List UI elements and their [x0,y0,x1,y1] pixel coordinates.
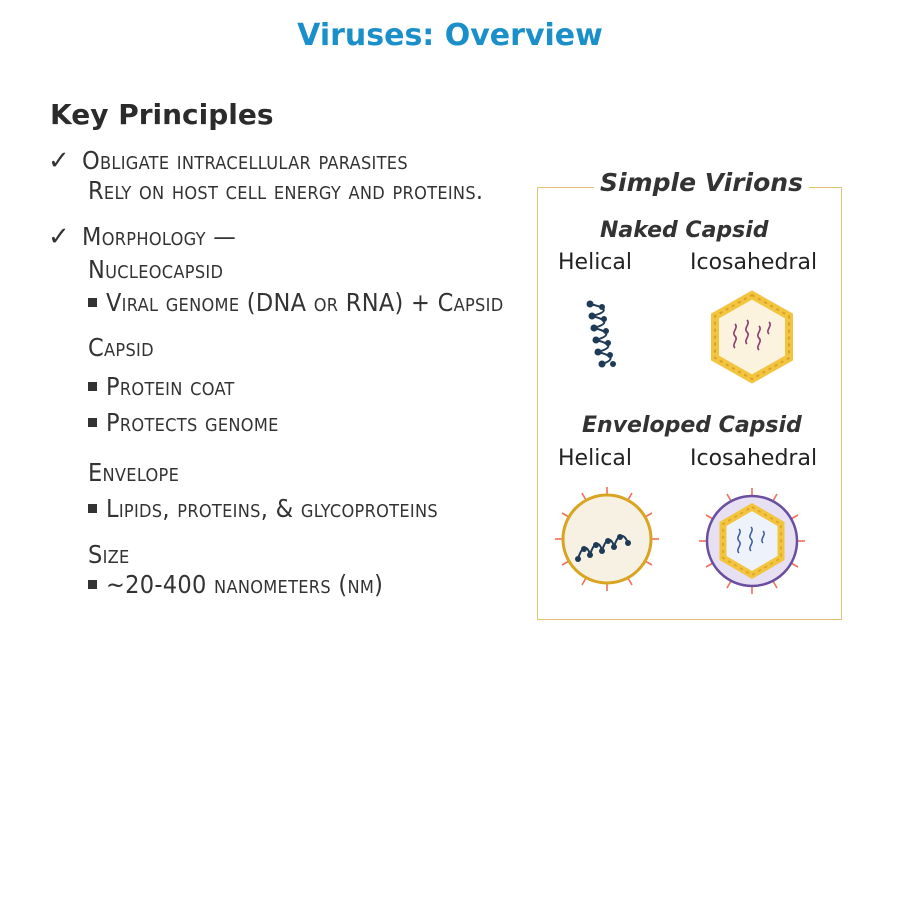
obligate-detail: Rely on host cell energy and proteins. [88,176,484,205]
enveloped-capsid-title: Enveloped Capsid [582,413,802,438]
naked-icosahedral-virion-icon [711,290,793,384]
bullet-icon [88,381,97,391]
page-title: Viruses: Overview [297,18,603,53]
key-principles-heading: Key Principles [50,98,274,131]
morphology-heading: Morphology — [82,222,236,251]
envelope-label: Envelope [88,458,180,487]
naked-capsid-title: Naked Capsid [600,218,769,243]
naked-icosahedral-label: Icosahedral [690,250,818,275]
checkmark-icon: ✓ [48,146,70,176]
obligate-line: Obligate intracellular parasites [82,146,408,175]
nucleocapsid-bullet: Viral genome (DNA or RNA) + Capsid [88,288,503,317]
naked-helical-virion-icon [586,300,616,368]
capsid-label: Capsid [88,333,154,362]
checkmark-icon: ✓ [48,222,70,252]
size-label: Size [88,540,130,569]
naked-helical-label: Helical [558,250,632,275]
capsid-bullet-protein: Protein coat [88,372,235,401]
bullet-icon [88,417,97,427]
enveloped-helical-virion-icon [555,487,659,591]
bullet-icon [88,297,97,307]
enveloped-helical-label: Helical [558,446,632,471]
enveloped-icosahedral-label: Icosahedral [690,446,818,471]
envelope-bullet: Lipids, proteins, & glycoproteins [88,494,438,523]
bullet-icon [88,579,97,589]
bullet-icon [88,503,97,513]
nucleocapsid-label: Nucleocapsid [88,255,224,284]
size-bullet: ~20-400 nanometers (nm) [88,570,383,599]
simple-virions-title: Simple Virions [594,168,809,197]
capsid-bullet-genome: Protects genome [88,408,279,437]
enveloped-icosahedral-virion-icon [699,488,805,594]
